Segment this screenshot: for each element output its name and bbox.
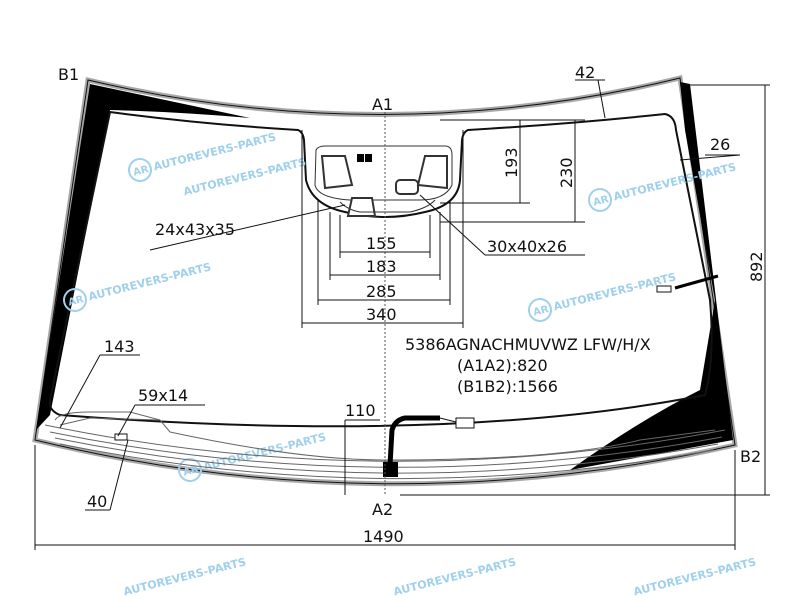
point-a1: A1 bbox=[372, 95, 393, 114]
b1b2-length: (B1B2):1566 bbox=[457, 377, 558, 396]
dim-110: 110 bbox=[345, 401, 376, 420]
sensor-cable bbox=[387, 415, 440, 466]
dim-59x14: 59x14 bbox=[138, 386, 188, 405]
dimension-lines bbox=[34, 79, 770, 550]
point-b1: B1 bbox=[58, 65, 79, 84]
sensor-connector bbox=[455, 417, 475, 429]
part-code: 5386AGNACHMUVWZ LFW/H/X bbox=[405, 335, 651, 354]
dim-1490: 1490 bbox=[363, 527, 404, 546]
inner-outline bbox=[48, 110, 713, 428]
frit-left bbox=[36, 84, 250, 430]
dim-26: 26 bbox=[710, 135, 730, 154]
dim-892: 892 bbox=[747, 251, 766, 282]
svg-text:AUTOREVERS-PARTS: AUTOREVERS-PARTS bbox=[122, 555, 247, 598]
dim-340: 340 bbox=[366, 305, 397, 324]
dim-230: 230 bbox=[557, 157, 576, 188]
a1a2-length: (A1A2):820 bbox=[457, 356, 548, 375]
svg-text:AUTOREVERS-PARTS: AUTOREVERS-PARTS bbox=[632, 555, 757, 598]
dim-30x40x26: 30x40x26 bbox=[487, 237, 567, 256]
dim-155: 155 bbox=[366, 234, 397, 253]
dim-24x43x35: 24x43x35 bbox=[155, 220, 235, 239]
dim-285: 285 bbox=[366, 282, 397, 301]
point-b2: B2 bbox=[740, 447, 761, 466]
connector-left bbox=[114, 433, 128, 441]
dim-193: 193 bbox=[502, 147, 521, 178]
right-cable bbox=[674, 274, 719, 290]
dim-42: 42 bbox=[575, 63, 595, 82]
dim-143: 143 bbox=[104, 337, 135, 356]
dim-183: 183 bbox=[366, 257, 397, 276]
dim-40: 40 bbox=[87, 492, 107, 511]
point-a2: A2 bbox=[372, 500, 393, 519]
svg-text:AUTOREVERS-PARTS: AUTOREVERS-PARTS bbox=[392, 555, 517, 598]
